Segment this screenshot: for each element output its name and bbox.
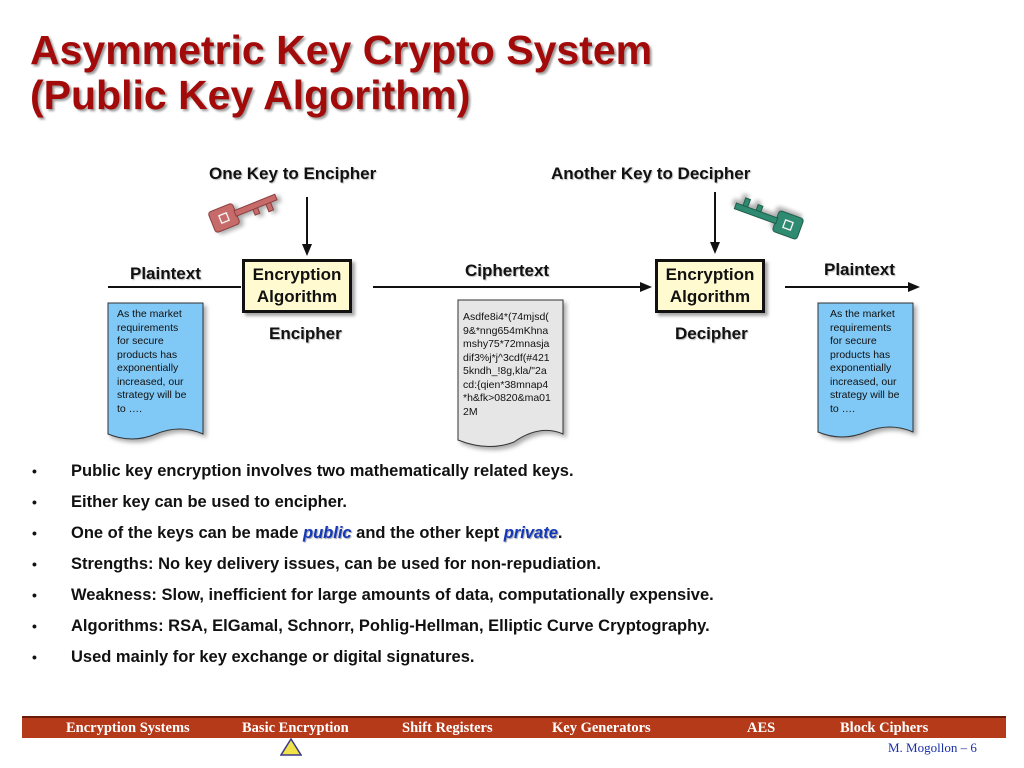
red-key-icon [208, 193, 278, 233]
green-key-icon [733, 197, 804, 240]
plaintext-label-left: Plaintext [130, 264, 201, 283]
nav-aes[interactable]: AES [747, 720, 776, 736]
encryption-algorithm-box-1: Encryption Algorithm [242, 259, 352, 313]
decipher-key-label: Another Key to Decipher [551, 164, 751, 183]
nav-shift-registers[interactable]: Shift Registers [402, 720, 493, 736]
keyword-public: public [303, 524, 352, 542]
bullet-marker: • [32, 463, 37, 479]
footer-nav-bar: Encryption Systems Basic Encryption Shif… [22, 716, 1006, 738]
title-line-2: (Public Key Algorithm) [30, 72, 471, 118]
encipher-key-label: One Key to Encipher [209, 164, 377, 183]
bullet-marker: • [32, 649, 37, 665]
bullet-text-pre: One of the keys can be made [71, 524, 303, 542]
encryption-algorithm-box-2: Encryption Algorithm [655, 259, 765, 313]
bullet-marker: • [32, 494, 37, 510]
ciphertext-document [457, 299, 564, 447]
bullet-text-mid: and the other kept [351, 524, 504, 542]
bullet-item: • Either key can be used to encipher. [32, 491, 714, 522]
plaintext-label-right: Plaintext [824, 260, 895, 279]
ciphertext-document-text: Asdfe8i4*(74mjsd( 9&*nng654mKhna mshy75*… [463, 311, 551, 418]
keyword-private: private [503, 524, 558, 542]
bullet-marker: • [32, 556, 37, 572]
flow-arrowhead-right [908, 282, 920, 292]
bullet-text: Strengths: No key delivery issues, can b… [71, 555, 601, 573]
nav-block-ciphers[interactable]: Block Ciphers [840, 720, 929, 736]
encipher-key-arrowhead [302, 244, 312, 256]
bullet-item: • Public key encryption involves two math… [32, 460, 714, 491]
warning-triangle-icon[interactable] [280, 738, 302, 756]
plaintext-document-text-right: As the market requirements for secure pr… [830, 308, 900, 415]
nav-basic-encryption[interactable]: Basic Encryption [242, 720, 349, 736]
flow-arrowhead-middle [640, 282, 652, 292]
bullet-item: • One of the keys can be made public and … [32, 522, 714, 553]
bullet-item: • Used mainly for key exchange or digital… [32, 646, 714, 677]
bullet-list: • Public key encryption involves two math… [32, 460, 714, 677]
slide-title: Asymmetric Key Crypto System (Public Key… [30, 28, 652, 118]
plaintext-document-right [817, 302, 914, 438]
bullet-marker: • [32, 618, 37, 634]
bullet-text-post: . [557, 524, 563, 542]
box-1-line-1: Encryption [252, 265, 342, 284]
bullet-item: • Strengths: No key delivery issues, can … [32, 553, 714, 584]
box-2-line-2: Algorithm [669, 287, 751, 306]
box-1-line-2: Algorithm [256, 287, 338, 306]
bullet-item: • Algorithms: RSA, ElGamal, Schnorr, Pohl… [32, 615, 714, 646]
encipher-caption: Encipher [269, 324, 342, 343]
nav-key-generators[interactable]: Key Generators [552, 720, 651, 736]
crypto-diagram [107, 192, 920, 447]
plaintext-document-left [107, 302, 204, 440]
bullet-text: Either key can be used to encipher. [71, 493, 348, 511]
decipher-caption: Decipher [675, 324, 748, 343]
bullet-marker: • [32, 587, 37, 603]
decipher-key-arrowhead [710, 242, 720, 254]
nav-encryption-systems[interactable]: Encryption Systems [66, 720, 190, 736]
bullet-text: Algorithms: RSA, ElGamal, Schnorr, Pohli… [71, 617, 710, 635]
box-2-line-1: Encryption [665, 265, 755, 284]
title-line-1: Asymmetric Key Crypto System [30, 27, 653, 73]
plaintext-document-text-left: As the market requirements for secure pr… [117, 308, 187, 415]
bullet-item: • Weakness: Slow, inefficient for large a… [32, 584, 714, 615]
bullet-marker: • [32, 525, 37, 541]
author-page-credit: M. Mogollon – 6 [888, 740, 977, 755]
ciphertext-label: Ciphertext [465, 261, 550, 280]
bullet-text: Public key encryption involves two mathe… [71, 462, 574, 480]
bullet-text: Weakness: Slow, inefficient for large am… [71, 586, 714, 604]
bullet-text: Used mainly for key exchange or digital … [71, 648, 475, 666]
